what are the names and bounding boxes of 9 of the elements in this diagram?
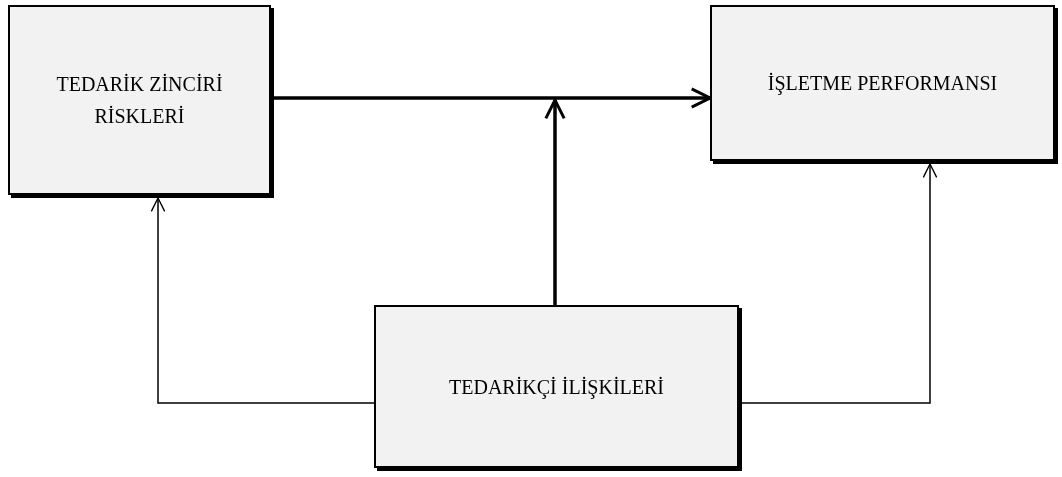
process-box: [8, 5, 271, 195]
box-label: TEDARİK ZİNCİRİ RİSKLERİ: [55, 72, 224, 129]
process-box: [710, 5, 1055, 161]
box-label: TEDARİKÇİ İLİŞKİLERİ: [449, 374, 664, 401]
process-box: [374, 305, 739, 468]
arrow: [150, 197, 375, 404]
arrow: [271, 87, 712, 109]
arrow: [544, 98, 566, 305]
box-label: İŞLETME PERFORMANSI: [767, 71, 998, 97]
